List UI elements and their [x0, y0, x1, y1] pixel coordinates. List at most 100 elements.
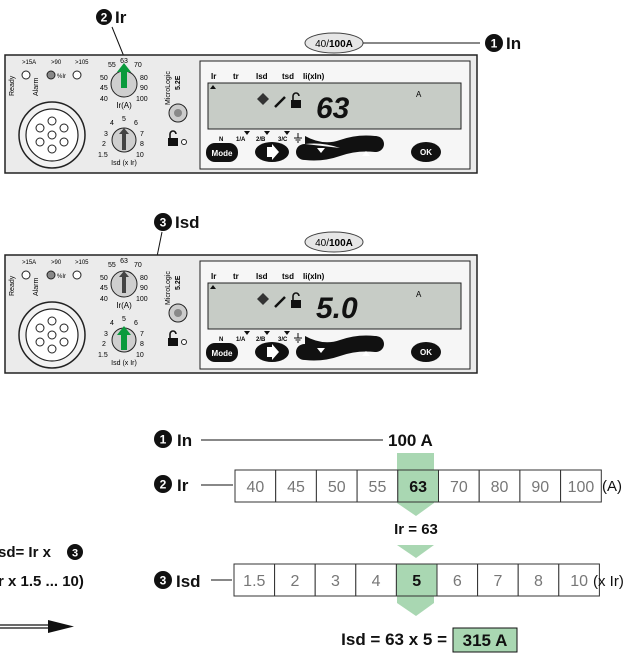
down-icon[interactable]	[317, 148, 325, 153]
ir-dial[interactable]: 63 70 80 90 100 40 45 50 55 Ir(A)	[100, 258, 148, 310]
svg-text:8: 8	[140, 141, 144, 148]
lcd-screen	[207, 282, 462, 330]
svg-text:Ir: Ir	[211, 272, 216, 281]
svg-text:3: 3	[160, 216, 167, 230]
svg-text:4: 4	[110, 120, 114, 127]
overload-led	[72, 70, 82, 80]
svg-text:N: N	[219, 137, 223, 143]
rating-badge-top: 40/100A	[304, 32, 480, 54]
svg-text:40/100A: 40/100A	[315, 238, 353, 249]
down-icon[interactable]	[317, 348, 325, 353]
ready-label: Ready	[9, 75, 16, 96]
isd-dial[interactable]: 5 6 7 8 10 1.5 2 3 4 Isd (x Ir)	[98, 316, 144, 367]
svg-text:80: 80	[140, 275, 148, 282]
ir-scale-value: 70	[450, 479, 468, 496]
isd-scale-value: 8	[534, 573, 543, 590]
in-value: 100 A	[388, 431, 433, 450]
left-note: sd= Ir x 3 r x 1.5 ... 10)	[0, 544, 84, 633]
in-row: 1 In 100 A	[154, 430, 433, 450]
svg-text:7: 7	[140, 331, 144, 338]
callout-number-2: 2	[101, 11, 108, 25]
alarm-led	[46, 70, 56, 80]
svg-text:3: 3	[104, 131, 108, 138]
svg-text:2/B: 2/B	[256, 137, 266, 143]
ir-scale-value: 90	[531, 479, 549, 496]
svg-text:55: 55	[108, 62, 116, 69]
svg-text:100: 100	[136, 296, 148, 303]
svg-text:Isd: Isd	[175, 213, 200, 232]
svg-text:>105: >105	[75, 60, 89, 66]
svg-text:>15A: >15A	[22, 260, 36, 266]
svg-text:OK: OK	[420, 148, 432, 157]
svg-text:A: A	[416, 290, 422, 299]
wrench-icon	[257, 293, 269, 305]
svg-text:10: 10	[136, 352, 144, 359]
svg-text:>90: >90	[51, 60, 62, 66]
svg-text:tr: tr	[233, 72, 239, 81]
svg-text:50: 50	[100, 75, 108, 82]
svg-text:Ir(A): Ir(A)	[116, 301, 132, 310]
isd-scale-value: 7	[493, 573, 502, 590]
isd-scale-value: 4	[372, 573, 381, 590]
isd-scale-cell	[477, 563, 519, 597]
isd-dial[interactable]: 5 6 7 8 10 1.5 2 3 4 Isd (x Ir)	[98, 116, 144, 167]
isd-scale-cell	[558, 563, 600, 597]
svg-text:>15A: >15A	[22, 60, 36, 66]
probe-icon	[274, 96, 286, 108]
ir-dial[interactable]: 63 70 80 90 100 40 45 50 55 Ir(A)	[100, 58, 148, 110]
ir-scale-value: 55	[369, 479, 387, 496]
svg-text:90: 90	[140, 285, 148, 292]
mode-button[interactable]	[206, 143, 238, 162]
svg-text:1/A: 1/A	[236, 137, 246, 143]
svg-text:tr: tr	[233, 272, 239, 281]
svg-text:40: 40	[100, 296, 108, 303]
svg-text:Mode: Mode	[212, 349, 233, 358]
rating-badge-mid: 40/100A	[304, 231, 364, 253]
ground-icon	[294, 133, 302, 143]
up-icon[interactable]	[362, 151, 370, 156]
svg-text:40/100A: 40/100A	[315, 39, 353, 50]
ir-scale-value: 45	[287, 479, 305, 496]
svg-text:63: 63	[120, 258, 128, 265]
lcd-value: 63	[316, 92, 350, 125]
svg-text:90: 90	[140, 85, 148, 92]
svg-text:(x Ir): (x Ir)	[593, 573, 624, 590]
isd-scale-value: 6	[453, 573, 462, 590]
ir-scale-cell	[315, 469, 358, 503]
svg-text:Ir(A): Ir(A)	[116, 101, 132, 110]
ir-scale-value: 50	[328, 479, 346, 496]
ir-scale-value: 100	[568, 479, 595, 496]
lcd-value: 5.0	[316, 292, 358, 325]
isd-scale-cell	[274, 563, 316, 597]
svg-text:80: 80	[140, 75, 148, 82]
svg-text:63: 63	[120, 58, 128, 65]
svg-text:tsd: tsd	[282, 72, 294, 81]
ir-scale-cell	[560, 469, 602, 503]
probe-icon	[274, 296, 286, 308]
ir-scale-cell	[275, 469, 317, 503]
svg-text:6: 6	[134, 320, 138, 327]
mode-button[interactable]	[206, 343, 238, 362]
svg-text:sd= Ir x: sd= Ir x	[0, 544, 52, 561]
ir-scale-value: 80	[491, 479, 509, 496]
isd-scale-cell	[517, 563, 560, 597]
svg-text:2/B: 2/B	[256, 337, 266, 343]
svg-text:3/C: 3/C	[278, 337, 288, 343]
formula-result: 315 A	[463, 631, 508, 650]
ir-scale-cell	[234, 469, 277, 503]
svg-text:45: 45	[100, 85, 108, 92]
svg-text:40: 40	[100, 96, 108, 103]
test-connector-icon	[18, 301, 86, 369]
isd-scale-value: 2	[290, 573, 299, 590]
formula-text: Isd = 63 x 5 =	[341, 630, 447, 649]
ok-button[interactable]	[411, 342, 441, 362]
ok-button[interactable]	[411, 142, 441, 162]
up-icon[interactable]	[362, 351, 370, 356]
svg-text:r x 1.5 ... 10): r x 1.5 ... 10)	[0, 573, 84, 590]
svg-text:%Ir: %Ir	[57, 74, 66, 80]
svg-text:55: 55	[108, 262, 116, 269]
svg-text:Isd: Isd	[256, 272, 268, 281]
